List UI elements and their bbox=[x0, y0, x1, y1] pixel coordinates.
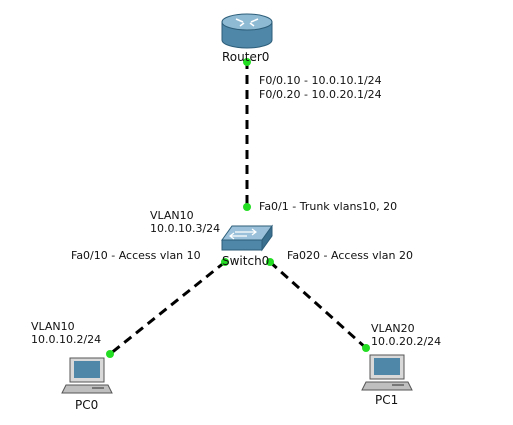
link-switch-pc0[interactable] bbox=[109, 260, 226, 356]
switch-name: Switch0 bbox=[222, 254, 270, 268]
pc1-vlan-label: VLAN20 bbox=[371, 322, 415, 335]
pc0-ip-label: 10.0.10.2/24 bbox=[31, 333, 102, 346]
router-iface-label-1: F0/0.10 - 10.0.10.1/24 bbox=[259, 74, 382, 87]
link-switch-pc1[interactable] bbox=[268, 260, 368, 350]
port-indicator-pc1 bbox=[362, 344, 370, 352]
router-name: Router0 bbox=[222, 50, 270, 64]
trunk-link-label: Fa0/1 - Trunk vlans10, 20 bbox=[259, 200, 398, 213]
router-iface-label-2: F0/0.20 - 10.0.20.1/24 bbox=[259, 88, 382, 101]
switch-vlan-label: VLAN10 bbox=[150, 209, 194, 222]
pc0-name: PC0 bbox=[75, 398, 99, 412]
pc1-icon[interactable] bbox=[361, 354, 413, 391]
port-indicator-switch-fa020 bbox=[266, 258, 274, 266]
pc1-ip-label: 10.0.20.2/24 bbox=[371, 335, 442, 348]
access20-link-label: Fa020 - Access vlan 20 bbox=[287, 249, 413, 263]
port-indicator-router-trunk bbox=[243, 58, 251, 66]
port-indicator-pc0 bbox=[106, 350, 114, 358]
pc0-icon[interactable] bbox=[61, 357, 113, 394]
port-indicator-switch-fa010 bbox=[221, 258, 229, 266]
port-indicator-switch-trunk bbox=[243, 203, 251, 211]
switch-icon[interactable] bbox=[221, 224, 273, 252]
router-icon[interactable] bbox=[221, 13, 273, 49]
pc0-vlan-label: VLAN10 bbox=[31, 320, 75, 333]
pc1-name: PC1 bbox=[375, 393, 399, 407]
access10-link-label: Fa0/10 - Access vlan 10 bbox=[71, 249, 201, 263]
switch-ip-label: 10.0.10.3/24 bbox=[150, 222, 221, 235]
